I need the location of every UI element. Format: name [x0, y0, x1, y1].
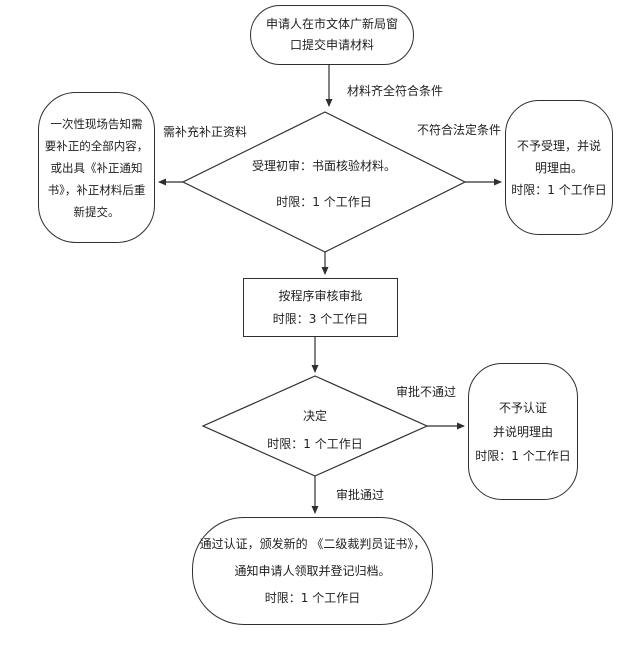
- edge-label-materials-complete: 材料齐全符合条件: [347, 84, 444, 98]
- node-final-issue-certificate: 通过认证，颁发新的 《二级裁判员证书》， 通知申请人领取并登记归档。 时限：1 …: [192, 517, 433, 625]
- edge-label-not-legal-condition: 不符合法定条件: [417, 123, 502, 137]
- node-start-submit-application: 申请人在市文体广新局窗 口提交申请材料: [250, 5, 414, 65]
- node-process-review-approval: 按程序审核审批 时限：3 个工作日: [243, 278, 398, 337]
- node-reject-acceptance: 不予受理，并说 明理由。 时限：1 个工作日: [505, 100, 613, 235]
- edge-label-need-supplement: 需补充补正资料: [163, 125, 248, 139]
- edge-label-review-pass: 审批通过: [336, 488, 385, 502]
- edge-label-review-fail: 审批不通过: [396, 385, 457, 399]
- diamond-decision: [201, 375, 429, 477]
- node-supplement-notice: 一次性现场告知需 要补正的全部内容， 或出具《补正通知 书》，补正材料后重 新提…: [38, 92, 155, 243]
- node-reject-certification: 不予认证 并说明理由 时限：1 个工作日: [468, 363, 578, 500]
